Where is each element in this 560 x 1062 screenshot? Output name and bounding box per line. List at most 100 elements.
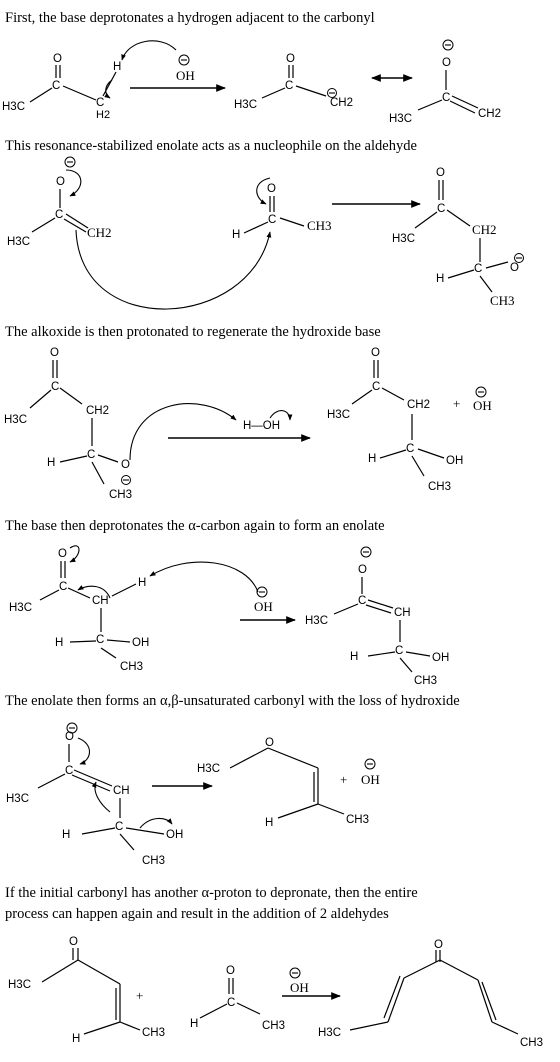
ch3-label: CH3	[490, 293, 515, 308]
ch2-label: CH2	[478, 108, 501, 120]
oxygen-label: O	[371, 347, 380, 359]
dienone-product: H3C O CH3	[318, 939, 543, 1049]
negative-charge-icon	[442, 39, 454, 51]
ch2-label: CH2	[407, 399, 430, 411]
curved-electron-arrow-icon	[91, 781, 111, 813]
oxygen-label: O	[510, 262, 519, 274]
carbon-label: C	[51, 381, 59, 393]
h3c-label: H3C	[9, 602, 32, 614]
carbon-label: C	[55, 209, 63, 221]
ch3-label: CH3	[142, 855, 165, 867]
h3c-label: H3C	[327, 409, 350, 421]
plus-sign: +	[136, 988, 143, 1003]
negative-charge-icon	[256, 586, 268, 598]
hydroxide-label: OH	[361, 772, 380, 787]
h3c-label: H3C	[305, 615, 328, 627]
h-label: H	[232, 229, 240, 241]
h-label: H	[436, 273, 444, 285]
hydroxide-label: OH	[290, 980, 309, 995]
h-label: H	[55, 637, 63, 649]
carbon-label: C	[406, 443, 414, 455]
oxygen-label: O	[58, 548, 67, 560]
oxygen-label: O	[358, 564, 367, 576]
ch2-label: CH2	[86, 405, 109, 417]
carbon-label: C	[52, 80, 60, 92]
h-label: H	[138, 577, 146, 589]
negative-charge-icon	[364, 758, 376, 770]
negative-charge-icon	[360, 546, 372, 558]
caption-step-6-line-2: process can happen again and result in t…	[5, 906, 389, 922]
enolate-form-a: O C H3C CH2	[234, 53, 353, 111]
caption-step-4: The base then deprotonates the α-carbon …	[5, 518, 385, 534]
negative-charge-icon	[289, 967, 301, 979]
h3c-label: H3C	[8, 979, 31, 991]
curved-electron-arrow-icon	[65, 169, 82, 197]
curved-electron-arrow-icon	[149, 561, 259, 593]
curved-electron-arrow-icon	[69, 545, 80, 563]
curved-electron-arrow-icon	[256, 177, 271, 205]
negative-charge-icon	[66, 722, 78, 734]
plus-sign: +	[340, 772, 347, 787]
carbon-label: C	[59, 581, 67, 593]
negative-charge-icon	[327, 88, 337, 98]
h-label: H	[190, 1018, 198, 1030]
h-label: H	[113, 61, 121, 73]
h-label: H	[62, 829, 70, 841]
caption-step-1: First, the base deprotonates a hydrogen …	[5, 10, 375, 26]
carbon-label: C	[395, 645, 403, 657]
oxygen-label: O	[121, 459, 130, 471]
ch2-label: CH2	[87, 225, 112, 240]
oxygen-label: O	[56, 176, 65, 188]
curved-electron-arrow-icon	[104, 79, 113, 99]
carbon-label: C	[442, 92, 450, 104]
caption-step-6-line-1: If the initial carbonyl has another α-pr…	[5, 885, 418, 901]
oxygen-label: O	[50, 347, 59, 359]
oxygen-label: O	[69, 936, 78, 948]
negative-charge-icon	[178, 54, 190, 66]
h-label: H	[368, 453, 376, 465]
crotonaldehyde-reactant: H3C O CH3 H	[8, 936, 165, 1045]
oxygen-label: O	[265, 737, 274, 749]
carbon-label: C	[372, 381, 380, 393]
oxygen-label: O	[436, 167, 445, 179]
carbon-label: C	[65, 765, 73, 777]
hydroxyl-label: OH	[446, 455, 463, 467]
h3c-label: H3C	[197, 763, 220, 775]
ch3-label: CH3	[414, 675, 437, 687]
enolate-nucleophile: O C H3C CH2	[7, 156, 112, 248]
hydroxyl-label: OH	[132, 637, 149, 649]
hydroxide-label: OH	[473, 398, 492, 413]
caption-step-2: This resonance-stabilized enolate acts a…	[5, 138, 417, 154]
ch3-label: CH3	[307, 218, 332, 233]
caption-step-3: The alkoxide is then protonated to regen…	[5, 324, 381, 340]
plus-sign: +	[453, 396, 460, 411]
carbon-label: C	[437, 203, 445, 215]
negative-charge-icon	[475, 386, 487, 398]
h3c-label: H3C	[234, 99, 257, 111]
ch3-label: CH3	[346, 814, 369, 826]
oxygen-label: O	[434, 939, 443, 951]
h3c-label: H3C	[6, 793, 29, 805]
carbon-label: C	[96, 634, 104, 646]
ch2-label: CH2	[472, 222, 497, 237]
oxygen-label: O	[226, 965, 235, 977]
ch3-label: CH3	[109, 489, 132, 501]
h3c-label: H3C	[2, 101, 25, 113]
hydroxide-label: OH	[254, 599, 273, 614]
oxygen-label: O	[65, 731, 74, 743]
ch-label: CH	[92, 595, 109, 607]
oxygen-label: O	[442, 57, 451, 69]
carbon-label: C	[268, 214, 276, 226]
hydroxyl-label: OH	[432, 652, 449, 664]
ch3-label: CH3	[262, 1020, 285, 1032]
unsaturated-carbonyl-product: H3C O CH3 H	[197, 737, 369, 829]
h3c-label: H3C	[392, 233, 415, 245]
oxygen-label: O	[286, 53, 295, 65]
alkoxide-reactant: O C H3C CH2 C H O CH3	[4, 347, 237, 501]
caption-step-5: The enolate then forms an α,β-unsaturate…	[5, 693, 460, 709]
h-label: H	[72, 1033, 80, 1045]
acetaldehyde-reactant: O C H CH3	[190, 965, 285, 1032]
curved-electron-arrow-icon	[77, 585, 111, 599]
hydroxide-label: OH	[176, 68, 195, 83]
